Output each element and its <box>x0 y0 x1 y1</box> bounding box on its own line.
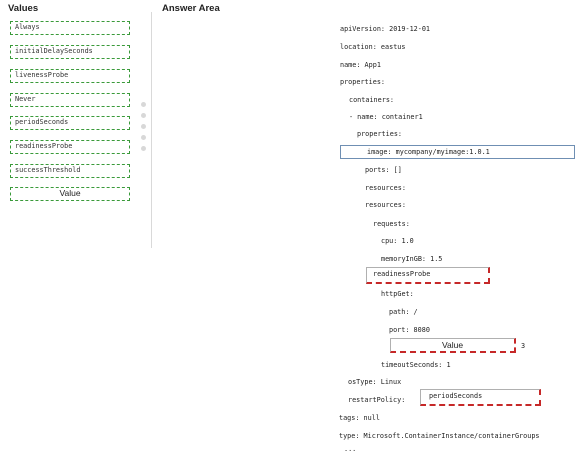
code-line-image: image: mycompany/myimage:1.0.1 <box>367 148 490 156</box>
code-line-memory: memoryInGB: 1.5 <box>381 255 443 263</box>
code-line-resources: resources: <box>365 201 406 209</box>
code-line-container-properties: properties: <box>357 130 403 138</box>
threshold-value-text: 3 <box>521 342 526 350</box>
code-line-http-get: httpGet: <box>381 290 414 298</box>
code-line-location: location: eastus <box>340 43 406 51</box>
code-line-ellipsis: ... <box>344 445 357 453</box>
code-line-restart-policy: restartPolicy: <box>348 396 406 404</box>
probe-drop-zone[interactable]: readinessProbe <box>366 267 490 284</box>
scroll-dot <box>141 135 146 140</box>
code-line-os-type: osType: Linux <box>348 378 402 386</box>
scroll-dot <box>141 113 146 118</box>
value-item-always[interactable]: Always <box>10 21 130 35</box>
code-line-resources: resources: <box>365 184 406 192</box>
code-line-cpu: cpu: 1.0 <box>381 237 414 245</box>
code-line-timeout-seconds: timeoutSeconds: 1 <box>381 361 451 369</box>
value-item-readiness-probe[interactable]: readinessProbe <box>10 140 130 154</box>
value-item-success-threshold[interactable]: successThreshold <box>10 164 130 178</box>
code-line-name: name: App1 <box>340 61 381 69</box>
image-highlight-box <box>340 145 575 159</box>
code-line-ports: ports: [] <box>365 166 402 174</box>
restart-policy-drop-zone[interactable]: periodSeconds <box>420 389 541 406</box>
code-line-api-version: apiVersion: 2019-12-01 <box>340 25 431 33</box>
values-heading: Values <box>8 3 39 14</box>
value-item-period-seconds[interactable]: periodSeconds <box>10 116 130 130</box>
scroll-dot <box>141 146 146 151</box>
code-line-container-name: - name: container1 <box>349 113 423 121</box>
code-line-containers: containers: <box>349 96 395 104</box>
code-line-tags: tags: null <box>339 414 380 422</box>
threshold-drop-zone[interactable]: Value <box>390 338 516 353</box>
scroll-dot <box>141 124 146 129</box>
code-line-port: port: 8080 <box>389 326 430 334</box>
panel-divider <box>151 12 152 248</box>
code-line-requests: requests: <box>373 220 410 228</box>
value-item-liveness-probe[interactable]: livenessProbe <box>10 69 130 83</box>
code-line-type: type: Microsoft.ContainerInstance/contai… <box>339 432 540 440</box>
value-item-never[interactable]: Never <box>10 93 130 107</box>
value-item-initial-delay-seconds[interactable]: initialDelaySeconds <box>10 45 130 59</box>
code-line-path: path: / <box>389 308 418 316</box>
scroll-dot <box>141 102 146 107</box>
answer-area-heading: Answer Area <box>162 3 220 14</box>
code-line-properties: properties: <box>340 78 386 86</box>
value-item-value[interactable]: Value <box>10 187 130 201</box>
